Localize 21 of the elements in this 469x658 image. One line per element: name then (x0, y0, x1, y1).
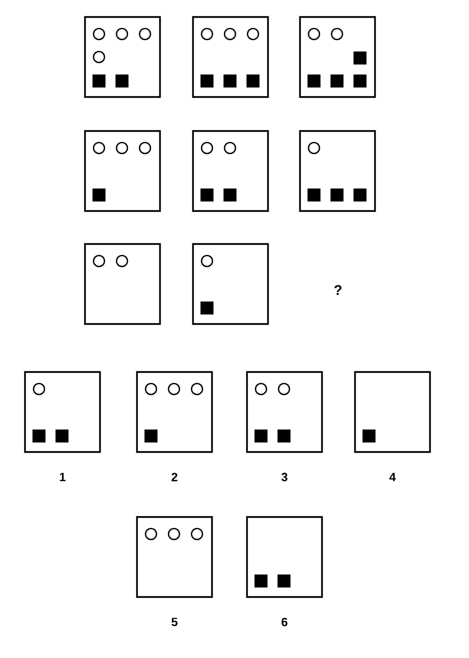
answer-frame (84, 16, 161, 98)
option-number: 5 (172, 618, 178, 626)
answer-frame (192, 243, 269, 325)
answer-frame (136, 371, 213, 453)
answer-frame (84, 130, 161, 212)
option-number: 3 (281, 472, 288, 482)
answer-frame (192, 130, 269, 212)
answer-frame (354, 371, 431, 453)
answer-frame (299, 130, 376, 212)
answer-frame (24, 371, 101, 453)
question-mark: ? (334, 285, 342, 295)
option-number: 2 (172, 472, 178, 482)
answer-frame (299, 16, 376, 98)
option-number: 1 (60, 472, 66, 482)
answer-frame (246, 516, 323, 598)
answer-frame (136, 516, 213, 598)
option-number: 4 (389, 472, 396, 482)
answer-frame (246, 371, 323, 453)
option-number: 6 (282, 618, 288, 626)
answer-frame (192, 16, 269, 98)
answer-frame (84, 243, 161, 325)
